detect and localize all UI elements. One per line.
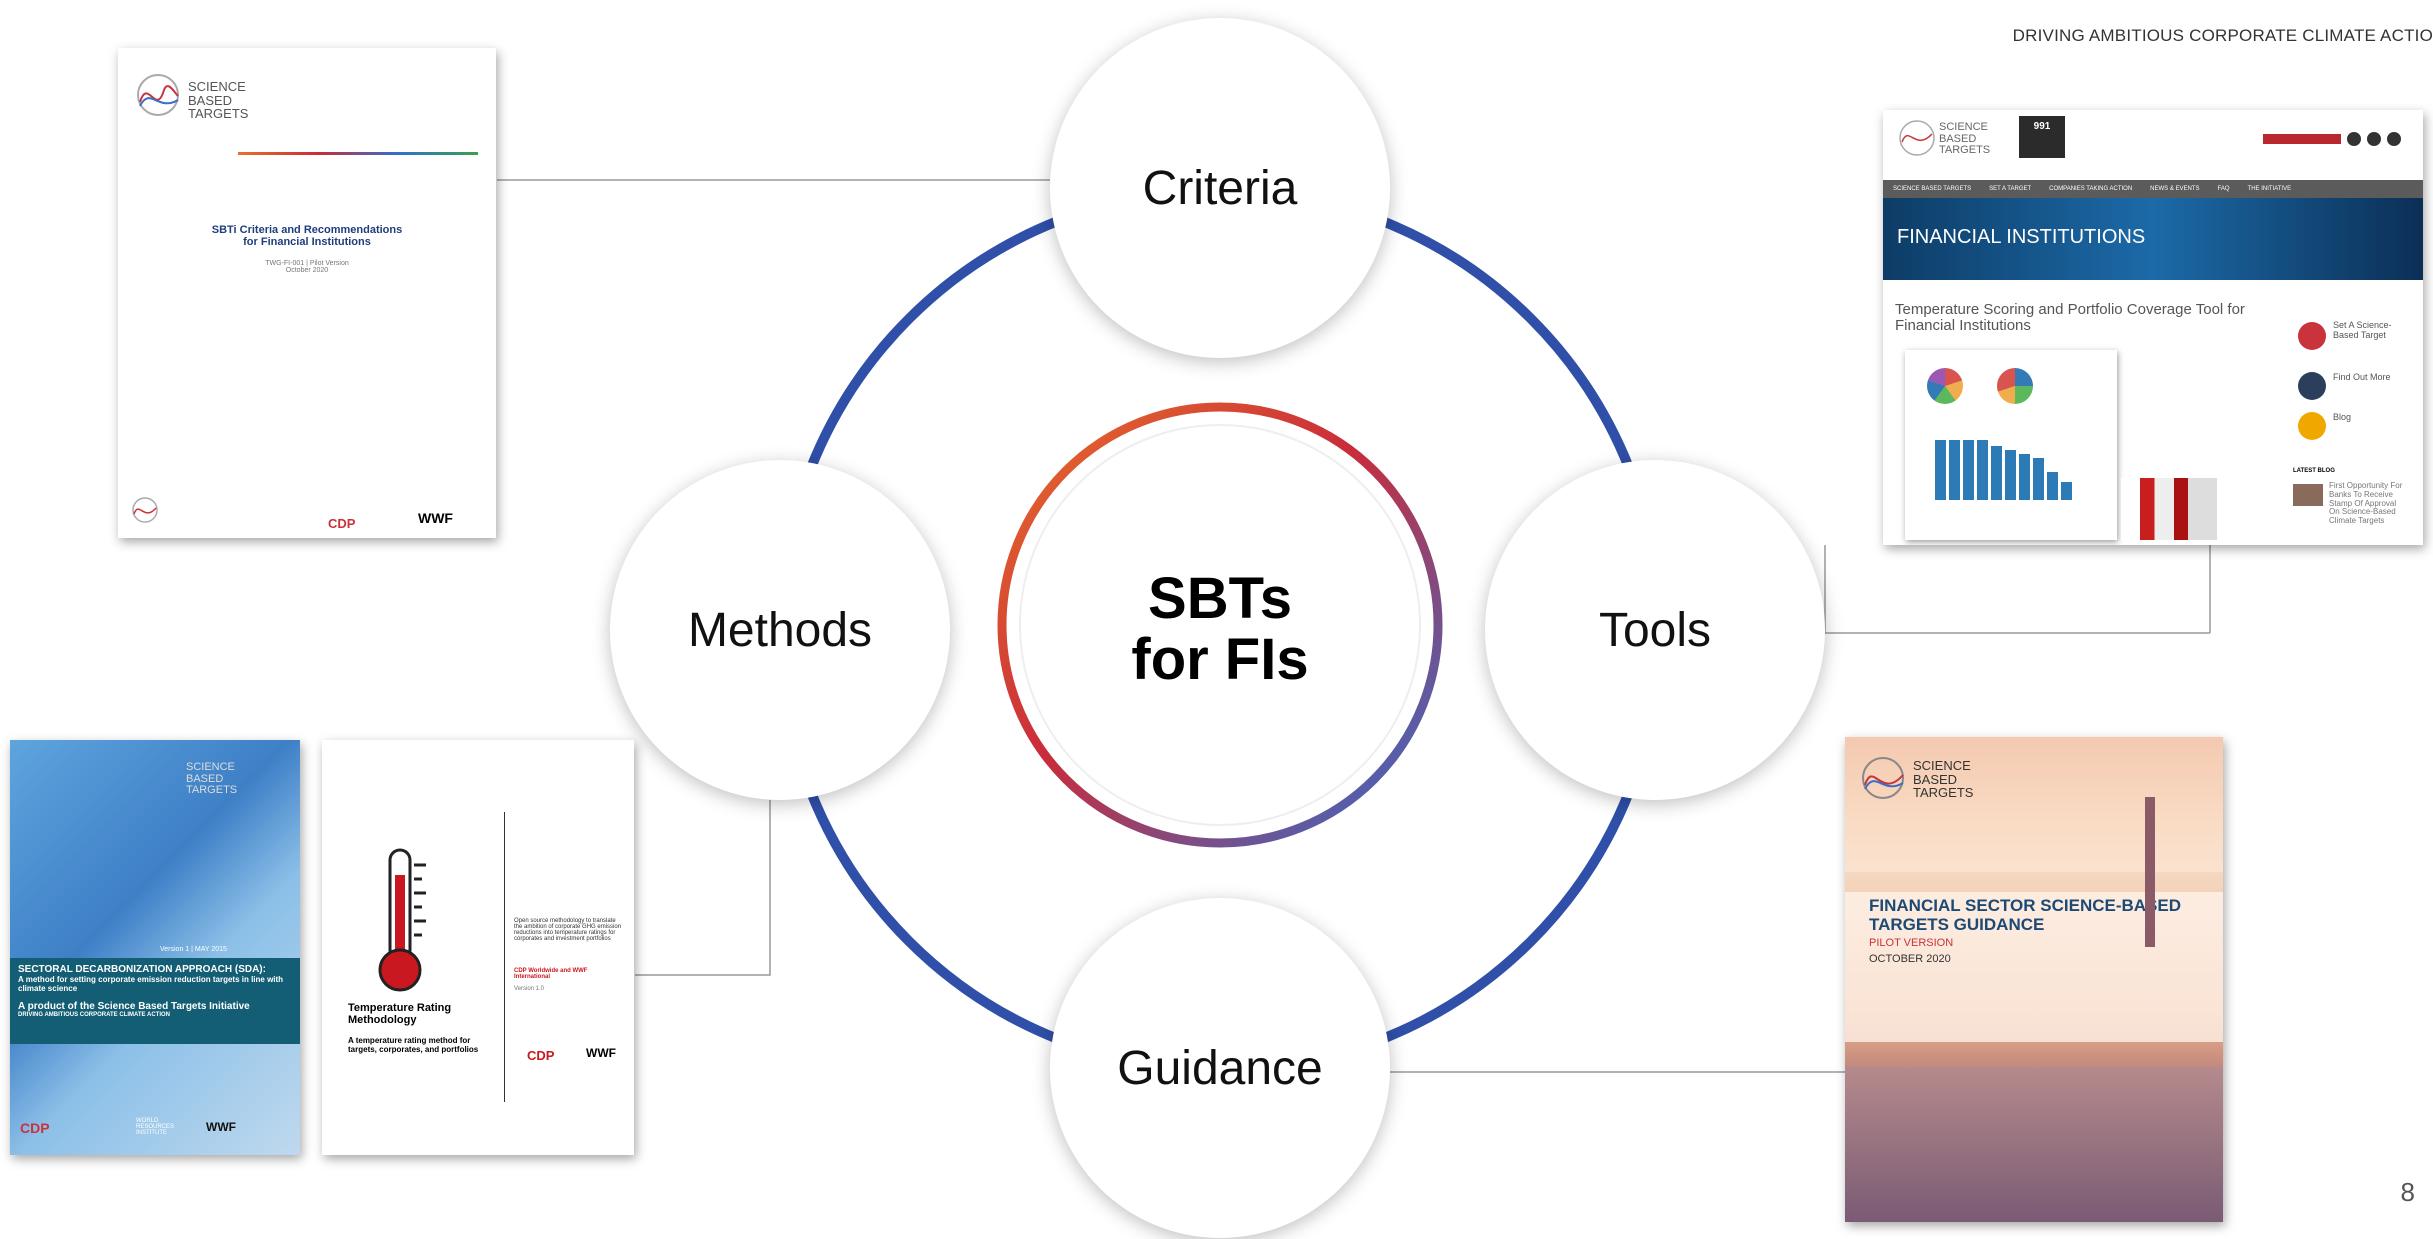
newsletter-button[interactable] [2263, 134, 2341, 144]
heatmap-icon [2121, 478, 2217, 540]
wwf-logo: WWF [418, 510, 453, 526]
nav-item[interactable]: SET A TARGET [1989, 186, 2032, 192]
wri-logo: WORLD RESOURCES INSTITUTE [136, 1118, 175, 1136]
node-criteria[interactable]: Criteria [1050, 18, 1390, 358]
twitter-icon[interactable] [2387, 132, 2401, 146]
guidance-title-panel [1845, 892, 2223, 1042]
mail-icon[interactable] [2347, 132, 2361, 146]
pie-icon [1927, 368, 1963, 404]
center-label: SBTs for FIs [1131, 566, 1309, 692]
nav-item[interactable]: NEWS & EVENTS [2150, 186, 2200, 192]
header-tagline: DRIVING AMBITIOUS CORPORATE CLIMATE ACTI… [2012, 26, 2433, 45]
nav-item[interactable]: THE INITIATIVE [2247, 186, 2292, 192]
nav-item[interactable]: COMPANIES TAKING ACTION [2049, 186, 2133, 192]
wwf-logo: WWF [586, 1046, 616, 1060]
node-methods-label: Methods [687, 603, 873, 657]
sbt-logo-icon [137, 74, 179, 116]
guidance-date: OCTOBER 2020 [1869, 953, 1951, 965]
gradient-rule [238, 152, 478, 155]
sbt-logo-icon [1862, 757, 1904, 799]
cdp-logo: CDP [527, 1048, 555, 1063]
temp-subtitle: A temperature rating method for targets,… [348, 1036, 479, 1054]
temp-side-text: Open source methodology to translate the… [514, 918, 622, 942]
website-banner: FINANCIAL INSTITUTIONS [1883, 198, 2423, 280]
bars-icon [1935, 440, 2103, 500]
info-icon [2298, 372, 2326, 400]
cdp-logo: CDP [20, 1120, 50, 1136]
blog-thumbnail [2293, 484, 2323, 506]
sbt-logo-icon [1899, 120, 1935, 156]
node-criteria-label: Criteria [1142, 161, 1298, 215]
blog-icon [2298, 412, 2326, 440]
sbt-logo-fragment [2320, 0, 2433, 10]
sda-version: Version 1 | MAY 2015 [160, 946, 227, 953]
river-shape [1845, 1067, 2223, 1222]
cdp-logo: CDP [328, 516, 356, 531]
nav-item[interactable]: SCIENCE BASED TARGETS [1893, 186, 1972, 192]
node-tools[interactable]: Tools [1485, 460, 1825, 800]
thermometer-icon [378, 848, 426, 992]
divider [504, 812, 505, 1102]
pie-icon [1997, 368, 2033, 404]
sda-title-band: SECTORAL DECARBONIZATION APPROACH (SDA):… [10, 958, 300, 1044]
node-guidance-label: Guidance [1117, 1041, 1323, 1095]
website-heading: Temperature Scoring and Portfolio Covera… [1895, 301, 2245, 334]
node-tools-label: Tools [1598, 603, 1712, 657]
blog-item[interactable]: First Opportunity For Banks To Receive S… [2329, 481, 2403, 526]
wwf-logo: WWF [206, 1120, 236, 1134]
node-guidance[interactable]: Guidance [1050, 898, 1390, 1238]
side-link-2[interactable]: Find Out More [2333, 372, 2391, 382]
target-icon [2298, 322, 2326, 350]
temp-side-version: Version 1.0 [514, 986, 545, 992]
linkedin-icon[interactable] [2367, 132, 2381, 146]
side-link-1[interactable]: Set A Science-Based Target [2333, 320, 2392, 340]
tool-preview [1905, 350, 2117, 540]
website-nav: SCIENCE BASED TARGETS SET A TARGET COMPA… [1883, 180, 2423, 198]
page-number: 8 [2400, 1177, 2415, 1207]
tower-shape [2145, 797, 2155, 947]
center-ring [997, 402, 1443, 848]
side-link-3[interactable]: Blog [2333, 412, 2352, 422]
temp-side-author: CDP Worldwide and WWF International [514, 968, 588, 980]
companies-counter: 991 [2019, 116, 2065, 158]
nav-item[interactable]: FAQ [2217, 186, 2230, 192]
temperature-rating-document[interactable]: Temperature Rating Methodology A tempera… [322, 740, 634, 1155]
latest-blog-heading: LATEST BLOG [2293, 468, 2335, 474]
node-methods[interactable]: Methods [610, 460, 950, 800]
guidance-version: PILOT VERSION [1869, 937, 1954, 949]
sbt-logo-icon [132, 497, 158, 523]
guidance-title: FINANCIAL SECTOR SCIENCE-BASED TARGETS G… [1869, 896, 2182, 934]
temp-title: Temperature Rating Methodology [348, 1002, 452, 1026]
guidance-header [1845, 737, 2223, 872]
